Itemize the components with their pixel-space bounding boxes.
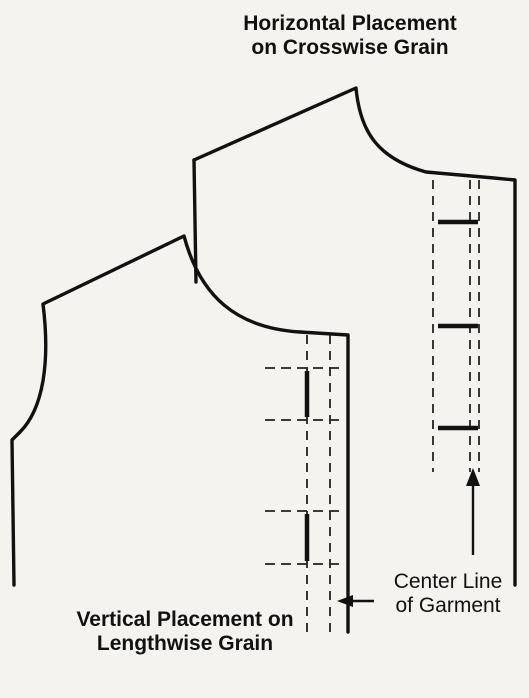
horizontal-placement-label: Horizontal Placement on Crosswise Grain — [175, 12, 525, 59]
front-center-arrow-head — [337, 595, 353, 607]
center-line-arrow-head — [466, 468, 480, 486]
front-pattern-outline — [18, 234, 350, 634]
center-line-label: Center Line of Garment — [368, 570, 528, 618]
front-pattern-left-edge — [10, 430, 22, 587]
vertical-placement-label-line1: Vertical Placement on — [76, 608, 294, 631]
center-line-label-line2: of Garment — [395, 593, 501, 617]
vertical-placement-label: Vertical Placement on Lengthwise Grain — [0, 608, 370, 655]
front-pattern-piece — [10, 234, 374, 634]
back-pattern-left-edge — [192, 158, 198, 284]
horizontal-placement-label-line2: on Crosswise Grain — [251, 35, 449, 59]
back-pattern-piece — [192, 86, 517, 587]
horizontal-placement-label-line1: Horizontal Placement — [243, 12, 457, 35]
center-line-label-line1: Center Line — [393, 570, 503, 593]
vertical-placement-label-line2: Lengthwise Grain — [96, 631, 274, 655]
back-pattern-outline — [192, 86, 517, 587]
